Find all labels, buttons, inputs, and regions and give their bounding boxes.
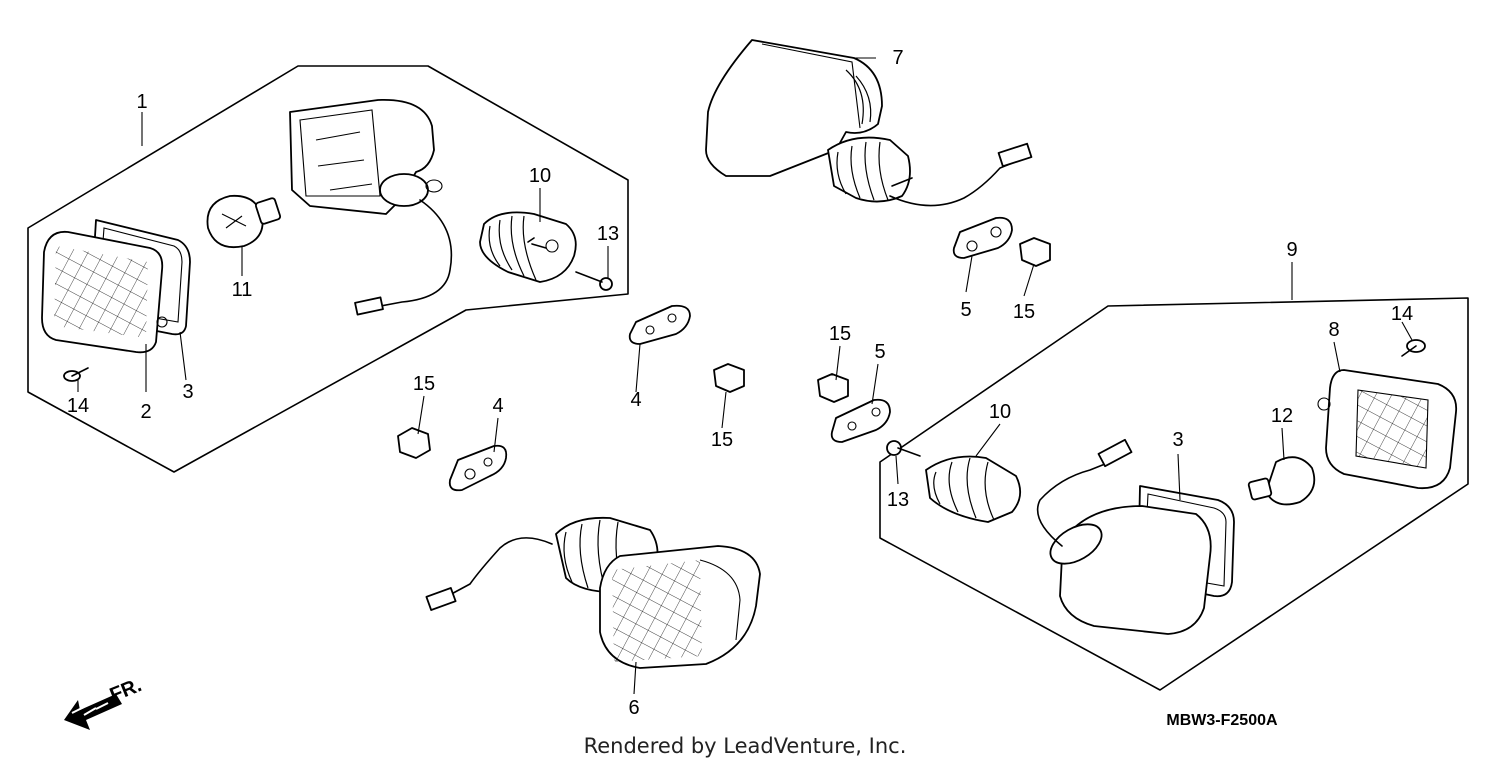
- lens-right: [1317, 369, 1458, 490]
- turn-signal-6: [425, 516, 761, 669]
- callout-4-upper: 4: [630, 389, 641, 411]
- nut-15-a: [397, 427, 431, 459]
- callout-1: 1: [136, 91, 147, 113]
- rubber-boot-left: [479, 211, 577, 283]
- turn-signal-7: [705, 39, 1033, 207]
- assembly-9-outline: [879, 297, 1469, 691]
- callout-9: 9: [1286, 239, 1297, 261]
- render-credit: Rendered by LeadVenture, Inc.: [583, 734, 907, 758]
- callout-15-b: 15: [711, 429, 733, 451]
- grommet-4-lower: [448, 444, 508, 492]
- callout-6: 6: [628, 697, 639, 719]
- housing-right: [1036, 438, 1212, 635]
- callout-8: 8: [1328, 319, 1339, 341]
- front-direction-arrow: FR.: [64, 674, 145, 730]
- bulb-right: [1247, 456, 1316, 506]
- grommet-5-lower: [830, 398, 891, 443]
- callout-5-upper: 5: [960, 299, 971, 321]
- callout-2: 2: [140, 401, 151, 423]
- callout-10-right: 10: [989, 401, 1011, 423]
- screw-13-right: [886, 440, 921, 457]
- nut-15-d: [1019, 237, 1051, 267]
- bulb-left: [206, 194, 282, 249]
- callout-13-right: 13: [887, 489, 909, 511]
- nut-15-b: [713, 363, 745, 393]
- nut-15-c: [817, 373, 849, 403]
- callout-4-lower: 4: [492, 395, 503, 417]
- grommet-4-upper: [628, 304, 691, 345]
- callout-10-left: 10: [529, 165, 551, 187]
- callout-5-lower: 5: [874, 341, 885, 363]
- screw-13-left: [575, 271, 613, 291]
- callout-15-d: 15: [1013, 301, 1035, 323]
- leader-lines: [77, 57, 1413, 695]
- callout-13-left: 13: [597, 223, 619, 245]
- callout-15-c: 15: [829, 323, 851, 345]
- callout-11: 11: [232, 279, 253, 301]
- callout-14-left: 14: [67, 395, 89, 417]
- callout-3-left: 3: [182, 381, 193, 403]
- screw-14-left: [63, 367, 89, 382]
- callout-12: 12: [1271, 405, 1293, 427]
- assembly-1-outline: [27, 65, 629, 473]
- callout-3-right: 3: [1172, 429, 1183, 451]
- drawing-code: MBW3-F2500A: [1166, 712, 1278, 729]
- housing-left: [289, 99, 453, 316]
- lens-left: [41, 230, 168, 354]
- callouts: 1 2 3 11 10 13 14 4 4 15 15 15 5 7 5 15 …: [67, 47, 1413, 719]
- callout-7: 7: [892, 47, 903, 69]
- grommet-5-upper: [952, 216, 1013, 259]
- rubber-boot-right: [925, 455, 1022, 523]
- callout-14-right: 14: [1391, 303, 1413, 325]
- screw-14-right: [1401, 339, 1426, 357]
- direction-label: FR.: [107, 674, 145, 706]
- callout-15-a: 15: [413, 373, 435, 395]
